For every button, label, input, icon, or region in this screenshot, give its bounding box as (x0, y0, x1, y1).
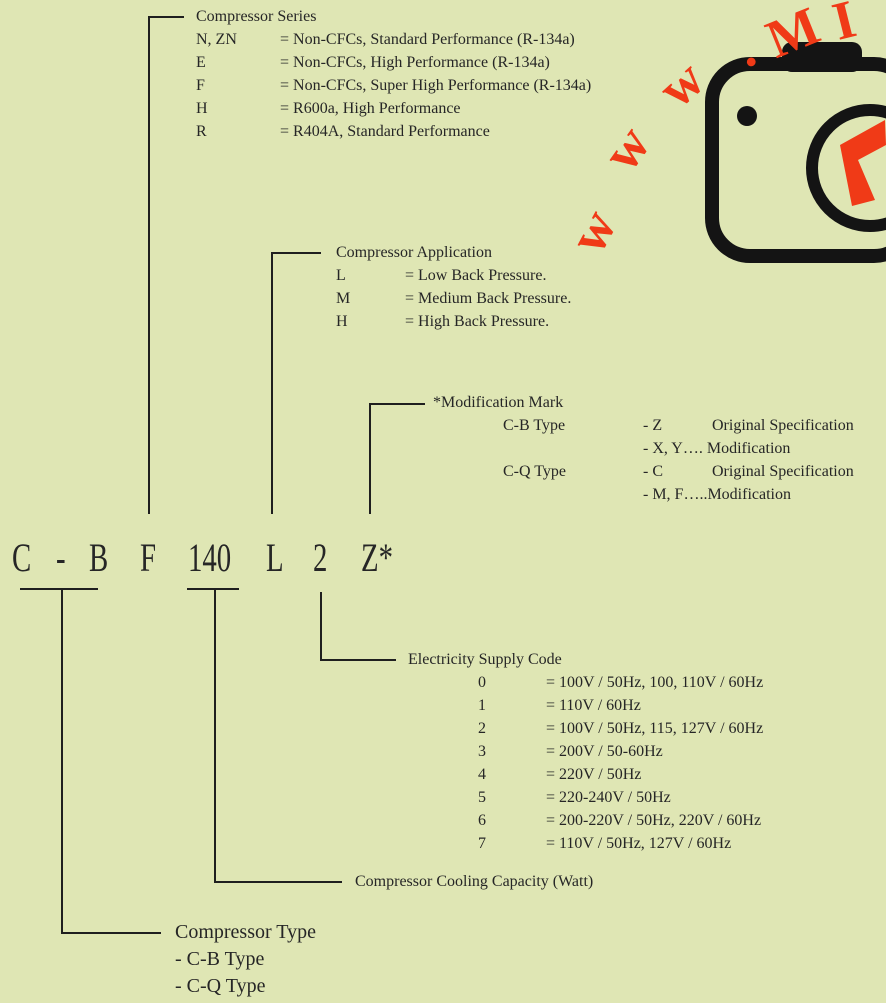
capacity-connector-vertical (214, 590, 216, 882)
application-connector-horizontal (271, 252, 321, 254)
series-code-4: R (196, 123, 207, 140)
application-connector-vertical (271, 252, 273, 514)
electricity-desc-0: = 100V / 50Hz, 100, 110V / 60Hz (546, 674, 764, 691)
series-connector-vertical (148, 16, 150, 514)
model-code-z: Z* (361, 535, 393, 580)
camera-wrench-icon (705, 42, 886, 263)
series-code-3: H (196, 100, 208, 117)
application-title: Compressor Application (336, 244, 492, 261)
electricity-code-1: 1 (478, 697, 486, 714)
model-underline-cb (20, 588, 98, 590)
capacity-connector-horizontal (214, 881, 342, 883)
electricity-title: Electricity Supply Code (408, 651, 562, 668)
svg-text:w: w (590, 115, 662, 181)
electricity-code-2: 2 (478, 720, 486, 737)
modification-cb-type: C-B Type (503, 417, 566, 434)
type-item-cb: - C-B Type (175, 948, 265, 970)
electricity-desc-1: = 110V / 60Hz (546, 697, 641, 714)
application-code-2: H (336, 313, 348, 330)
modification-cb-code-1: - X, Y…. Modification (643, 440, 791, 457)
model-code-dash: - (56, 535, 66, 580)
application-code-0: L (336, 267, 346, 284)
model-underline-capacity (187, 588, 239, 590)
type-title: Compressor Type (175, 921, 316, 943)
electricity-code-3: 3 (478, 743, 486, 760)
modification-connector-vertical (369, 403, 371, 514)
modification-cq-type: C-Q Type (503, 463, 567, 480)
model-code-c: C (12, 535, 32, 580)
model-code-2: 2 (313, 535, 328, 580)
model-code-l: L (266, 535, 284, 580)
electricity-code-7: 7 (478, 835, 486, 852)
application-desc-0: = Low Back Pressure. (405, 267, 547, 284)
modification-cb-code-0: - Z (643, 417, 663, 434)
series-code-1: E (196, 54, 206, 71)
type-item-cq: - C-Q Type (175, 975, 266, 997)
electricity-desc-3: = 200V / 50-60Hz (546, 743, 663, 760)
svg-text:w: w (557, 200, 628, 263)
application-desc-2: = High Back Pressure. (405, 313, 550, 330)
series-desc-2: = Non-CFCs, Super High Performance (R-13… (280, 77, 592, 94)
watermark-logo: w w w . M I (557, 0, 886, 263)
type-connector-vertical (61, 590, 63, 933)
electricity-code-0: 0 (478, 674, 486, 691)
capacity-title: Compressor Cooling Capacity (Watt) (355, 873, 594, 890)
modification-cb-desc-0: Original Specification (712, 417, 854, 434)
series-desc-0: = Non-CFCs, Standard Performance (R-134a… (280, 31, 575, 48)
electricity-desc-4: = 220V / 50Hz (546, 766, 642, 783)
modification-cq-code-1: - M, F…..Modification (643, 486, 791, 503)
application-desc-1: = Medium Back Pressure. (405, 290, 572, 307)
series-connector-horizontal (148, 16, 184, 18)
application-code-1: M (336, 290, 351, 307)
series-desc-1: = Non-CFCs, High Performance (R-134a) (280, 54, 550, 71)
electricity-connector-horizontal (320, 659, 396, 661)
series-desc-3: = R600a, High Performance (280, 100, 461, 117)
modification-cq-desc-0: Original Specification (712, 463, 854, 480)
modification-cq-code-0: - C (643, 463, 663, 480)
modification-title: *Modification Mark (433, 394, 564, 411)
electricity-code-5: 5 (478, 789, 486, 806)
model-code-140: 140 (188, 535, 232, 580)
type-connector-horizontal (61, 932, 161, 934)
model-code-f: F (140, 535, 157, 580)
modification-connector-horizontal (369, 403, 425, 405)
electricity-desc-6: = 200-220V / 50Hz, 220V / 60Hz (546, 812, 762, 829)
electricity-desc-2: = 100V / 50Hz, 115, 127V / 60Hz (546, 720, 764, 737)
electricity-connector-vertical (320, 592, 322, 660)
series-title: Compressor Series (196, 8, 317, 25)
electricity-desc-7: = 110V / 50Hz, 127V / 60Hz (546, 835, 732, 852)
series-code-2: F (196, 77, 205, 94)
electricity-code-6: 6 (478, 812, 486, 829)
series-code-0: N, ZN (196, 31, 237, 48)
model-code-b: B (89, 535, 109, 580)
series-desc-4: = R404A, Standard Performance (280, 123, 490, 140)
electricity-desc-5: = 220-240V / 50Hz (546, 789, 671, 806)
electricity-code-4: 4 (478, 766, 486, 783)
